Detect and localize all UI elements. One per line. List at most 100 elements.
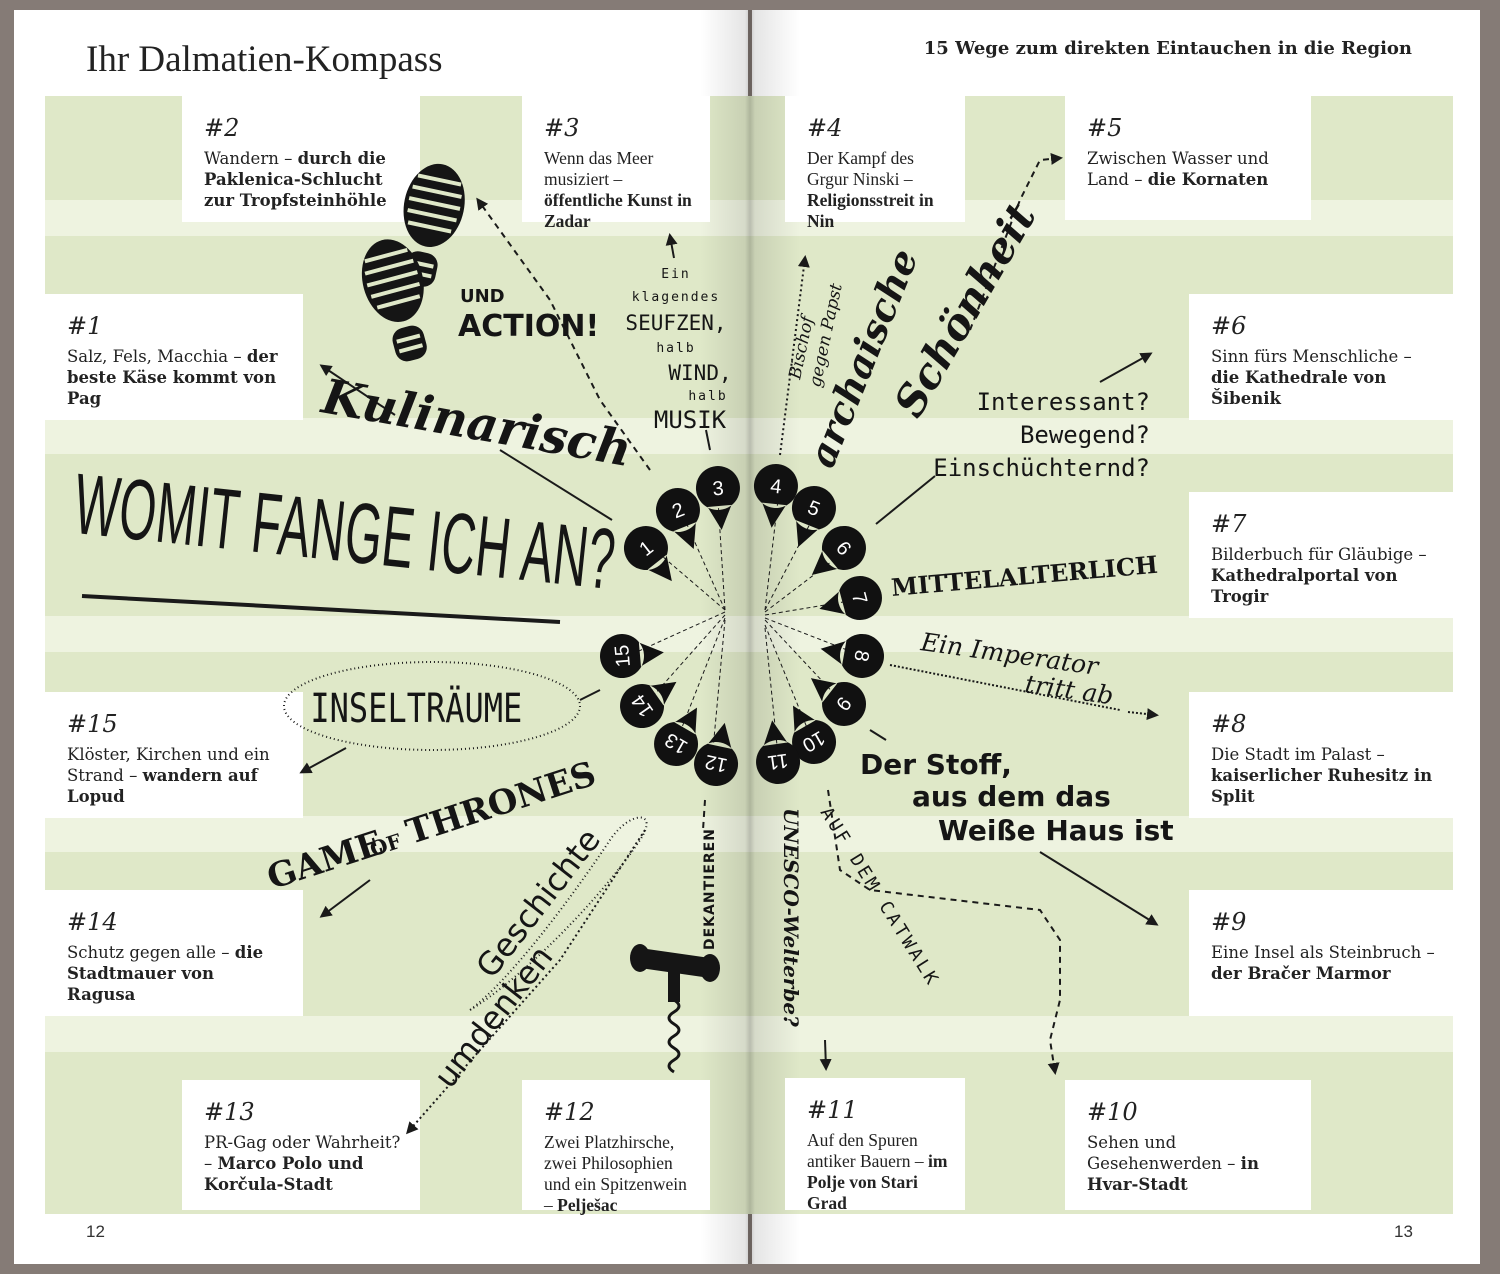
card-number: #13	[204, 1098, 255, 1126]
card-number: #8	[1211, 710, 1247, 738]
stoff-block: Der Stoff, aus dem das Weiße Haus ist	[860, 748, 1174, 847]
arrow-to-card-14	[319, 879, 371, 918]
label-unesco: UNESCO-Welterbe?	[779, 808, 803, 1027]
page-number-left: 12	[86, 1222, 105, 1241]
card-text: Zwei Platzhirsche, zwei Philosophien und…	[544, 1132, 687, 1215]
pin-label: 12	[703, 750, 729, 776]
label-kulinarisch: Kulinarisch	[316, 368, 636, 478]
page-subtitle: 15 Wege zum direkten Eintauchen in die R…	[923, 38, 1412, 59]
card-number: #7	[1211, 510, 1247, 538]
pin-label: 8	[849, 648, 873, 663]
arrow-to-card-10	[827, 789, 1061, 1075]
card-text: Klöster, Kirchen und ein Strand – wander…	[67, 745, 270, 806]
pin-label: 7	[847, 590, 871, 606]
label-wind: WIND,	[668, 361, 731, 385]
label-halb-1: halb	[656, 341, 695, 356]
card-number: #11	[807, 1096, 858, 1124]
label-und: UND	[460, 286, 505, 307]
label-klagendes: klagendes	[632, 290, 720, 305]
label-halb-2: halb	[688, 389, 727, 404]
card-3[interactable]: #3 Wenn das Meer musiziert – öffentliche…	[522, 96, 710, 231]
label-inseltraeume: INSELTRÄUME	[310, 684, 522, 731]
card-number: #4	[807, 114, 843, 142]
card-text: Schutz gegen alle – die Stadtmauer von R…	[67, 943, 264, 1004]
pin-3[interactable]: 3	[694, 464, 743, 532]
pin-9[interactable]: 9	[797, 661, 875, 735]
questions-block: Interessant? Bewegend? Einschüchternd?	[933, 388, 1150, 482]
card-1[interactable]: #1 Salz, Fels, Macchia – der beste Käse …	[45, 294, 303, 420]
light-band	[45, 1016, 1453, 1052]
pin-13[interactable]: 13	[646, 697, 716, 774]
headline-underline	[81, 594, 561, 624]
pin-label: 4	[769, 475, 782, 498]
card-number: #1	[67, 312, 103, 340]
inseltraeume-ellipse	[283, 661, 581, 751]
card-text: Bilderbuch für Gläubige – Kathedralporta…	[1211, 545, 1427, 606]
card-text: Sinn fürs Menschliche – die Kathedrale v…	[1211, 347, 1412, 408]
label-seufzen: SEUFZEN,	[625, 311, 726, 335]
card-number: #15	[67, 710, 118, 738]
arrow-to-card-11	[819, 1039, 832, 1071]
card-5[interactable]: #5 Zwischen Wasser und Land – die Kornat…	[1065, 96, 1311, 220]
page-title: Ihr Dalmatien-Kompass	[86, 39, 443, 80]
card-6[interactable]: #6 Sinn fürs Menschliche – die Kathedral…	[1189, 294, 1453, 420]
label-stoff-2: aus dem das	[912, 780, 1111, 813]
pin-12[interactable]: 12	[690, 718, 746, 790]
pin-5[interactable]: 5	[778, 479, 843, 555]
pin-8[interactable]: 8	[817, 627, 888, 681]
label-bewegend: Bewegend?	[1020, 421, 1150, 449]
arrow-to-card-3	[665, 233, 678, 259]
card-number: #12	[544, 1098, 595, 1126]
arrow-to-card-8	[1127, 708, 1159, 721]
label-action: ACTION!	[458, 309, 599, 344]
card-13[interactable]: #13 PR-Gag oder Wahrheit? – Marco Polo u…	[182, 1080, 420, 1210]
label-dekantieren: DEKANTIEREN	[702, 828, 718, 950]
light-band	[45, 616, 1453, 652]
pin-label: 11	[766, 749, 790, 774]
card-14[interactable]: #14 Schutz gegen alle – die Stadtmauer v…	[45, 890, 303, 1016]
arrow-to-card-4	[779, 255, 810, 456]
label-imperator-2: tritt ab	[1023, 669, 1115, 710]
label-stoff-1: Der Stoff,	[860, 748, 1012, 781]
arrow-to-card-15	[299, 747, 347, 774]
card-text: Wandern – durch die Paklenica-Schlucht z…	[204, 149, 387, 210]
card-text: Der Kampf des Grgur Ninski – Religionsst…	[807, 148, 934, 231]
arrow-to-card-6	[1099, 352, 1153, 383]
label-imperator-1: Ein Imperator	[918, 627, 1102, 681]
pin-11[interactable]: 11	[750, 717, 802, 787]
pin-10[interactable]: 10	[774, 695, 844, 772]
card-2[interactable]: #2 Wandern – durch die Paklenica-Schluch…	[182, 96, 420, 222]
card-number: #5	[1087, 114, 1123, 142]
light-band	[45, 418, 1453, 454]
pin-1[interactable]: 1	[615, 517, 689, 595]
label-musik: MUSIK	[654, 406, 727, 434]
light-band	[45, 816, 1453, 852]
pin-7[interactable]: 7	[814, 571, 887, 630]
footprints-icon	[361, 163, 465, 362]
card-number: #14	[67, 908, 118, 936]
card-text: Salz, Fels, Macchia – der beste Käse kom…	[67, 347, 278, 408]
pin-14[interactable]: 14	[611, 664, 689, 737]
pin-2[interactable]: 2	[649, 481, 714, 557]
card-15[interactable]: #15 Klöster, Kirchen und ein Strand – wa…	[45, 692, 303, 818]
label-catwalk: AUF DEM CATWALK	[816, 804, 944, 991]
pin-4[interactable]: 4	[750, 462, 800, 530]
card-number: #3	[544, 114, 580, 142]
pin-group: 1 2 3 15 14 13 12 4	[598, 462, 888, 790]
page-number-right: 13	[1394, 1222, 1413, 1241]
seufzen-text-block: Ein klagendes SEUFZEN, halb WIND, halb M…	[625, 267, 731, 434]
card-10[interactable]: #10 Sehen und Gesehenwerden – in Hvar-St…	[1065, 1080, 1311, 1210]
card-4[interactable]: #4 Der Kampf des Grgur Ninski – Religion…	[785, 96, 965, 231]
card-11[interactable]: #11 Auf den Spuren antiker Bauern – im P…	[785, 1078, 965, 1213]
card-12[interactable]: #12 Zwei Platzhirsche, zwei Philosophien…	[522, 1080, 710, 1215]
arrow-to-card-5	[969, 152, 1063, 331]
card-text: Die Stadt im Palast – kaiserlicher Ruhes…	[1211, 745, 1433, 806]
card-7[interactable]: #7 Bilderbuch für Gläubige – Kathedralpo…	[1189, 492, 1453, 618]
card-text: PR-Gag oder Wahrheit? – Marco Polo und K…	[204, 1133, 401, 1194]
pin-6[interactable]: 6	[798, 517, 875, 592]
card-8[interactable]: #8 Die Stadt im Palast – kaiserlicher Ru…	[1189, 692, 1453, 818]
card-9[interactable]: #9 Eine Insel als Steinbruch – der Brače…	[1189, 890, 1453, 1016]
label-game: GAME	[262, 823, 388, 898]
pin-15[interactable]: 15	[598, 630, 666, 679]
